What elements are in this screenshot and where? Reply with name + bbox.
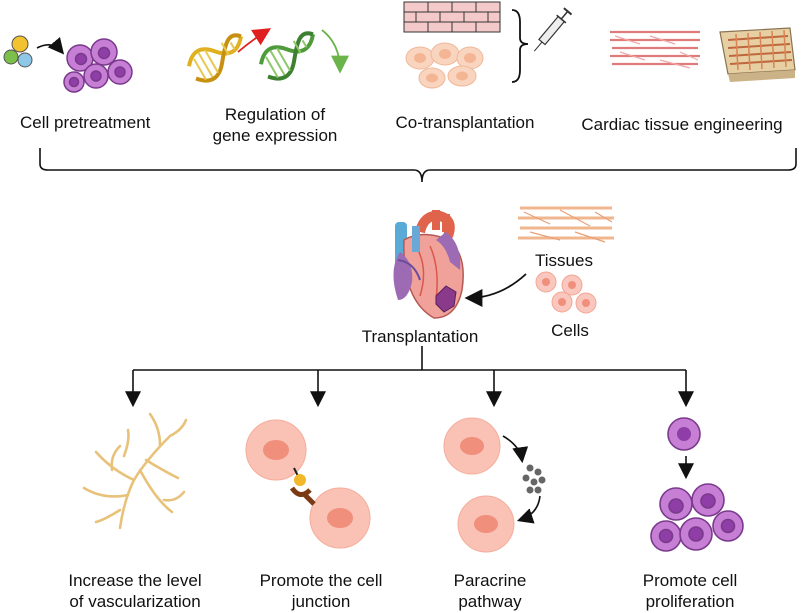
- label-gene-regulation-line1: Regulation of: [224, 105, 326, 124]
- label-co-transplantation: Co-transplantation: [395, 113, 535, 132]
- label-gene-regulation-line2: gene expression: [212, 126, 338, 145]
- label-paracrine-line1: Paracrine: [453, 571, 527, 590]
- label-junction-line2: junction: [291, 592, 351, 611]
- label-proliferation-line1: Promote cell: [642, 571, 738, 590]
- heart-icon: [393, 210, 464, 319]
- proliferation-icon: [650, 417, 744, 552]
- top-bracket: [39, 148, 797, 183]
- co-transplantation-icon: [403, 1, 573, 89]
- label-paracrine-line2: pathway: [458, 592, 522, 611]
- label-cardiac-tissue-engineering: Cardiac tissue engineering: [581, 115, 783, 134]
- vascular-network-icon: [82, 412, 188, 530]
- cell-pretreatment-icon: [3, 35, 133, 93]
- tissues-icon: [518, 206, 614, 243]
- label-transplantation: Transplantation: [361, 327, 479, 346]
- label-vascularization-line1: Increase the level: [68, 571, 202, 590]
- paracrine-icon: [443, 417, 546, 553]
- label-tissues: Tissues: [535, 251, 593, 270]
- label-vascularization-line2: of vascularization: [69, 592, 201, 611]
- label-junction-line1: Promote the cell: [259, 571, 383, 590]
- label-proliferation-line2: proliferation: [645, 592, 735, 611]
- cells-icon: [535, 271, 597, 314]
- label-cells: Cells: [551, 321, 589, 340]
- outcome-tree: [125, 346, 694, 408]
- cardiac-tissue-icon: [610, 27, 796, 82]
- label-cell-pretreatment: Cell pretreatment: [20, 113, 151, 132]
- cell-junction-icon: [245, 419, 371, 549]
- to-heart-arrow: [464, 273, 527, 307]
- dna-icon: [187, 28, 349, 83]
